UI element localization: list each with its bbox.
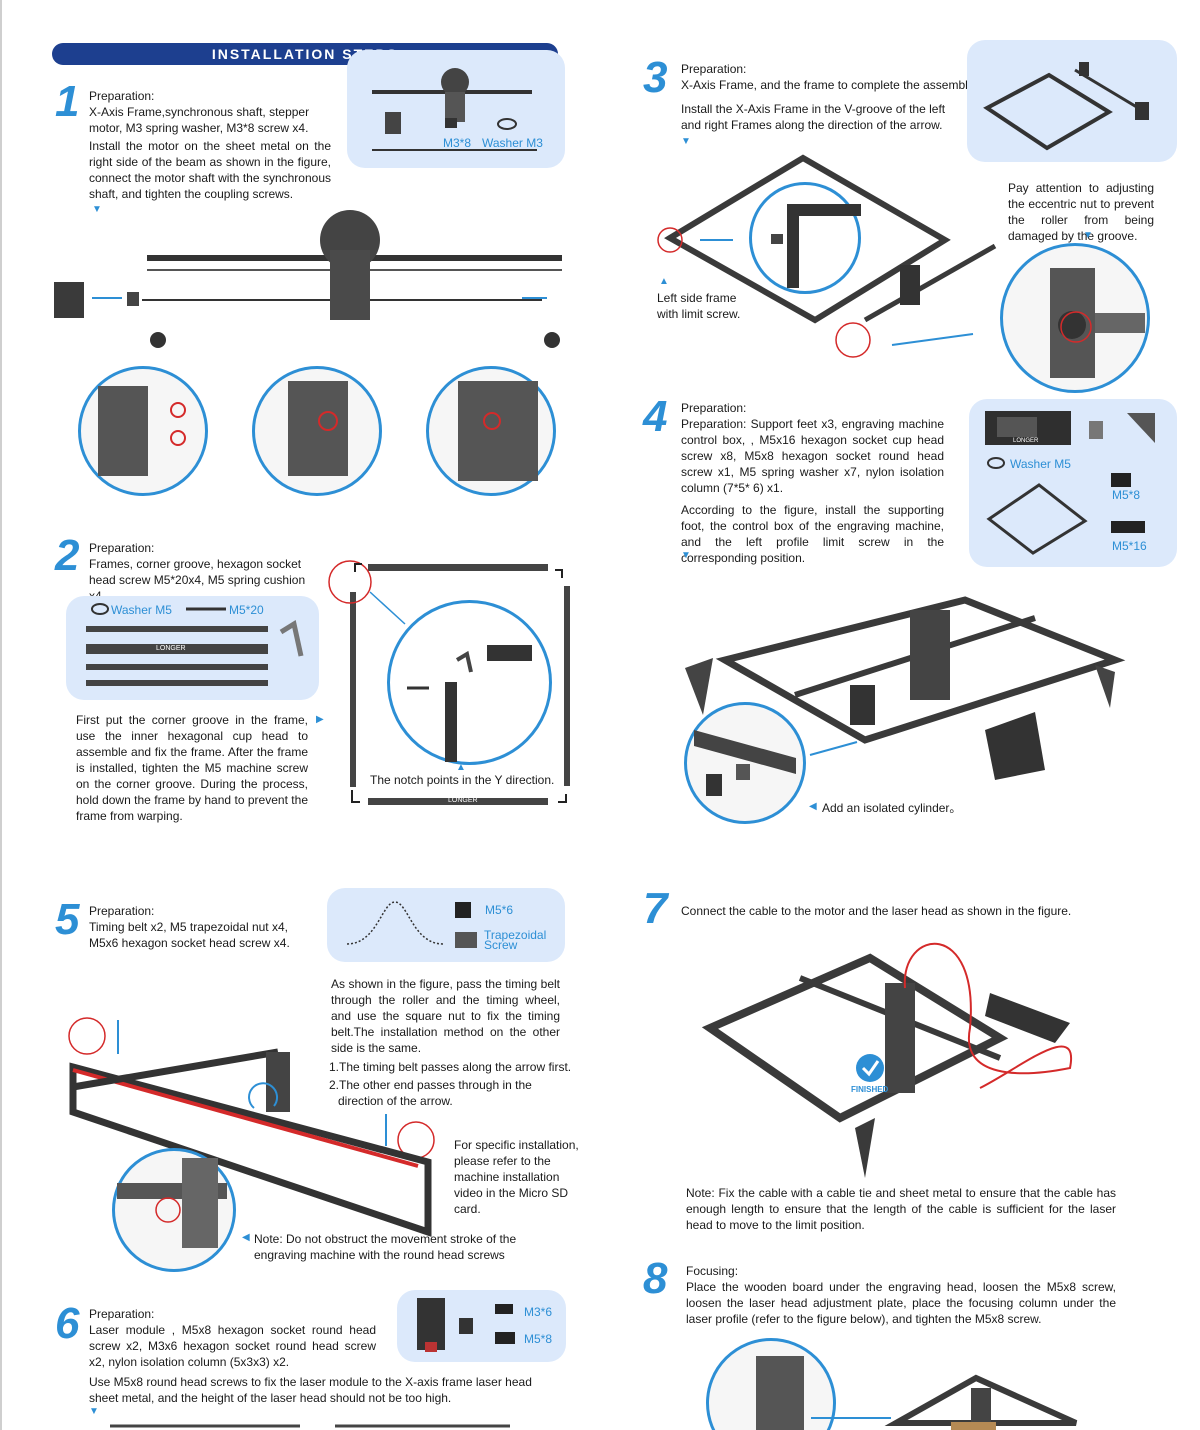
step-4-part-m5x8: M5*8 (1112, 488, 1141, 502)
step-5-number: 5 (55, 895, 80, 944)
step-6-part-m5x8: M5*8 (524, 1332, 553, 1346)
step-3-instruction: Install the X-Axis Frame in the V-groove… (681, 102, 946, 132)
step-4-prep-text: Preparation: Support feet x3, engraving … (681, 417, 944, 495)
step-3-detail-drawing-right (1050, 268, 1145, 378)
step-8-number: 8 (643, 1254, 668, 1303)
triangle-right-icon: ▶ (316, 714, 324, 725)
step-2-part-washer-m5: Washer M5 (111, 603, 172, 617)
step-4-detail-drawing (694, 730, 796, 796)
step-2-number: 2 (55, 531, 80, 580)
triangle-down-icon: ▼ (681, 550, 691, 561)
step-2-frame-diagram (328, 560, 570, 805)
step-6-instruction: Use M5x8 round head screws to fix the la… (89, 1375, 532, 1405)
step-6-parts-illustration (417, 1298, 515, 1352)
step-7-finished-diagram (701, 942, 1073, 1178)
step-1-prep-text: X-Axis Frame,synchronous shaft, stepper … (89, 105, 310, 135)
step-3-eccentric-note: Pay attention to adjusting the eccentric… (1008, 181, 1154, 243)
step-6-prep-label: Preparation: (89, 1307, 155, 1321)
triangle-up-icon: ▲ (456, 762, 466, 773)
triangle-left-icon: ◀ (242, 1232, 250, 1243)
step-6-diagram-edge (110, 1424, 510, 1428)
step-5-instruction: As shown in the figure, pass the timing … (331, 977, 560, 1055)
step-4-brand: LONGER (1013, 438, 1039, 444)
step-3-parts-illustration (983, 62, 1149, 151)
step-1-part-washer-m3: Washer M3 (482, 136, 543, 150)
step-2-prep-text: Frames, corner groove, hexagon socket he… (89, 557, 306, 603)
step-5-prep-text: Timing belt x2, M5 trapezoidal nut x4, M… (89, 920, 290, 950)
step-1-instruction: Install the motor on the sheet metal on … (89, 139, 331, 201)
step-4-note: Add an isolated cylinder。 (822, 801, 962, 815)
step-4-instruction: According to the figure, install the sup… (681, 503, 944, 565)
step-7-number: 7 (643, 884, 668, 933)
step-7-finished-label: FINISHED (851, 1085, 889, 1094)
step-6-part-m3x6: M3*6 (524, 1305, 553, 1319)
triangle-down-icon: ▼ (681, 136, 691, 147)
step-3-assembly-diagram (657, 154, 997, 358)
step-5-note: Note: Do not obstruct the movement strok… (254, 1232, 517, 1262)
step-2-detail-drawing (407, 645, 532, 762)
step-1-assembly-diagram (54, 210, 562, 348)
step-5-part-m5x6: M5*6 (485, 903, 514, 917)
step-6-prep-text: Laser module , M5x8 hexagon socket round… (89, 1323, 376, 1369)
step-1-number: 1 (55, 77, 80, 126)
step-4-part-washer-m5: Washer M5 (1010, 457, 1071, 471)
step-1-part-m3x8: M3*8 (443, 136, 472, 150)
step-8-focusing-diagram (756, 1356, 1078, 1430)
step-3-prep-text: X-Axis Frame, and the frame to complete … (681, 78, 977, 92)
step-5-parts-panel (327, 888, 565, 962)
step-8-prep-label: Focusing: (686, 1264, 739, 1278)
step-2-brand-bottom: LONGER (448, 797, 478, 804)
step-2-part-m5x20: M5*20 (229, 603, 264, 617)
step-6-number: 6 (55, 1299, 80, 1348)
step-2-instruction: First put the corner groove in the frame… (76, 713, 308, 823)
step-4-prep-label: Preparation: (681, 401, 747, 415)
step-7-instruction: Connect the cable to the motor and the l… (681, 904, 1072, 918)
step-2-detail-circle (387, 600, 552, 765)
step-5-detail-drawing (117, 1158, 227, 1248)
step-3-left-frame-note: Left side frame with limit screw. (657, 291, 741, 321)
step-5-specific-note: For specific installation, please refer … (454, 1138, 579, 1216)
triangle-down-icon: ▼ (92, 204, 102, 215)
step-3-number: 3 (643, 53, 668, 102)
step-2-parts-illustration (86, 603, 304, 686)
step-4-parts-illustration (985, 411, 1155, 555)
triangle-up-icon: ▲ (659, 276, 669, 287)
step-7-brand: LONGER (1000, 990, 1034, 999)
step-5-part-trapezoidal: Trapezoidal (484, 928, 547, 942)
step-8-instruction: Place the wooden board under the engravi… (686, 1280, 1116, 1326)
step-3-prep-label: Preparation: (681, 62, 747, 76)
triangle-down-icon: ▼ (1083, 230, 1093, 241)
step-7-note: Note: Fix the cable with a cable tie and… (686, 1186, 1116, 1232)
step-5-part-screw: Screw (484, 938, 518, 952)
step-4-part-m5x16: M5*16 (1112, 539, 1147, 553)
step-1-parts-illustration (372, 68, 537, 151)
step-5-list-2b: direction of the arrow. (338, 1094, 453, 1108)
step-5-assembly-diagram (68, 1017, 435, 1237)
step-4-number: 4 (643, 392, 668, 441)
step-2-prep-label: Preparation: (89, 541, 155, 555)
step-1-prep-label: Preparation: (89, 89, 155, 103)
step-1-detail-drawings (98, 381, 538, 481)
page-border (0, 0, 2, 1430)
check-icon (861, 1060, 880, 1077)
step-3-detail-circle-left (749, 182, 861, 294)
step-5-list-1: 1.The timing belt passes along the arrow… (329, 1060, 572, 1074)
step-5-prep-label: Preparation: (89, 904, 155, 918)
step-4-assembly-diagram (685, 596, 1126, 780)
step-3-detail-drawing-left (771, 204, 861, 288)
step-2-brand: LONGER (156, 645, 186, 652)
step-2-note: The notch points in the Y direction. (370, 773, 555, 787)
triangle-left-icon: ◀ (809, 801, 817, 812)
step-5-parts-illustration (346, 901, 477, 948)
step-5-list-2a: 2.The other end passes through in the (329, 1078, 532, 1092)
triangle-down-icon: ▼ (89, 1406, 99, 1417)
